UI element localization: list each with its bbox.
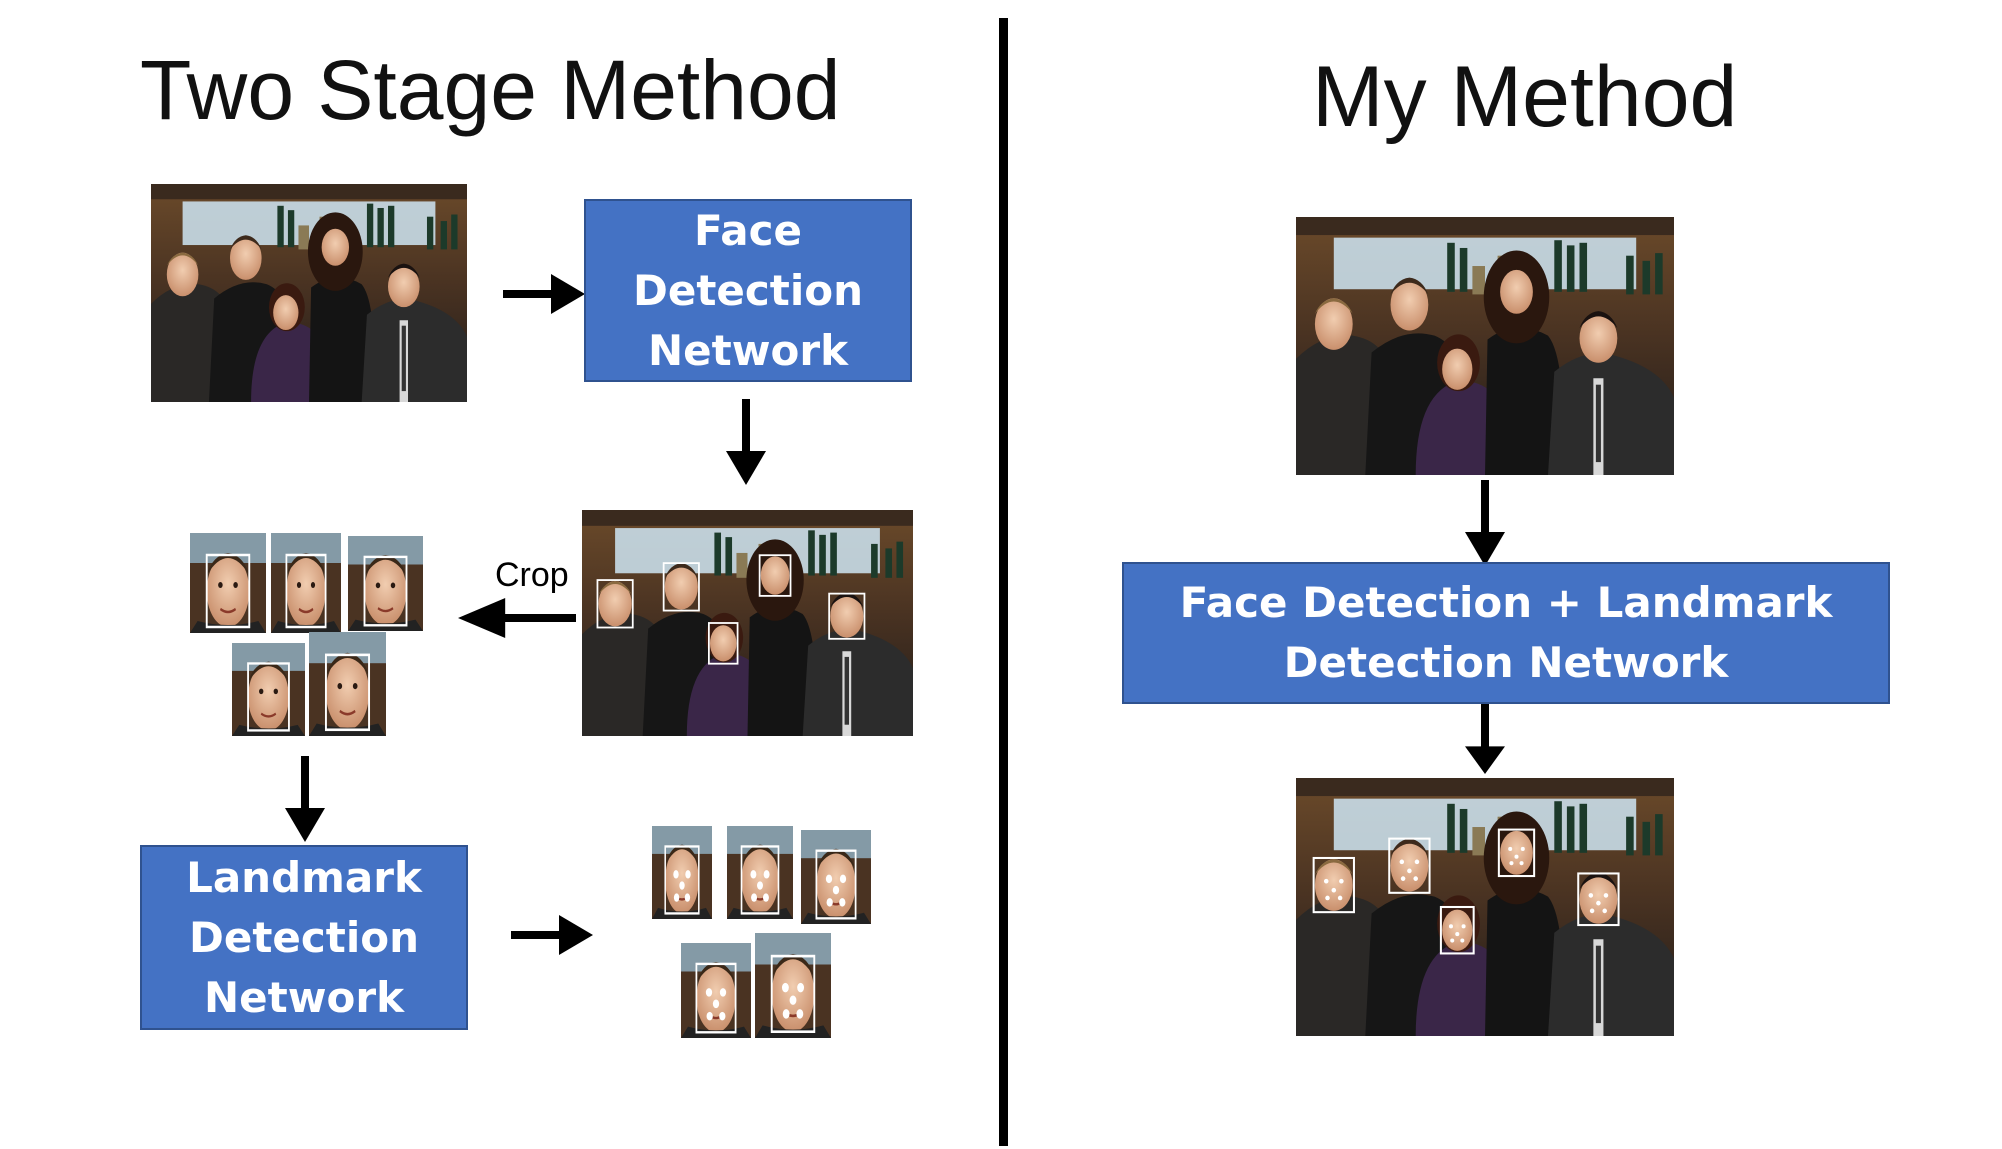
face-crop	[348, 536, 423, 631]
landmark-face-crop	[727, 826, 793, 919]
right-panel-title: My Method	[1312, 49, 1738, 145]
landmark-face-crop	[652, 826, 712, 919]
face-detection-network-box: Face Detection Network	[584, 199, 912, 382]
combined-box-line-2: Detection Network	[1283, 638, 1729, 687]
face-box-line-3: Network	[647, 325, 848, 375]
detected-faces-photo	[582, 510, 913, 736]
arrow-down-icon	[1465, 480, 1505, 566]
landmark-box-line-2: Detection	[188, 912, 420, 962]
face-crop	[232, 643, 305, 736]
arrow-left-icon	[458, 598, 576, 638]
landmark-face-crop	[681, 943, 751, 1038]
crop-label: Crop	[495, 556, 569, 594]
arrow-right-icon	[511, 915, 593, 955]
landmark-detection-network-box: Landmark Detection Network	[140, 845, 468, 1030]
arrow-down-icon	[726, 399, 766, 485]
input-photo	[151, 184, 467, 402]
combined-box-line-1: Face Detection + Landmark	[1179, 578, 1833, 627]
landmark-box-line-1: Landmark	[186, 852, 422, 902]
landmark-box-line-3: Network	[203, 972, 404, 1022]
arrow-right-icon	[503, 274, 585, 314]
my-method-input-photo	[1296, 217, 1674, 475]
left-panel-title: Two Stage Method	[140, 43, 841, 137]
face-crop	[190, 533, 266, 633]
face-landmark-detection-network-box: Face Detection + Landmark Detection Netw…	[1122, 562, 1890, 704]
landmark-face-crop	[755, 933, 831, 1038]
landmark-face-crop	[801, 830, 871, 924]
panel-divider	[999, 18, 1008, 1146]
face-crop	[271, 533, 341, 633]
face-crop	[309, 632, 386, 736]
arrow-down-icon	[285, 756, 325, 842]
face-box-line-2: Detection	[632, 265, 864, 315]
my-method-output-photo	[1296, 778, 1674, 1036]
arrow-down-icon	[1465, 704, 1505, 774]
face-box-line-1: Face	[694, 205, 802, 255]
